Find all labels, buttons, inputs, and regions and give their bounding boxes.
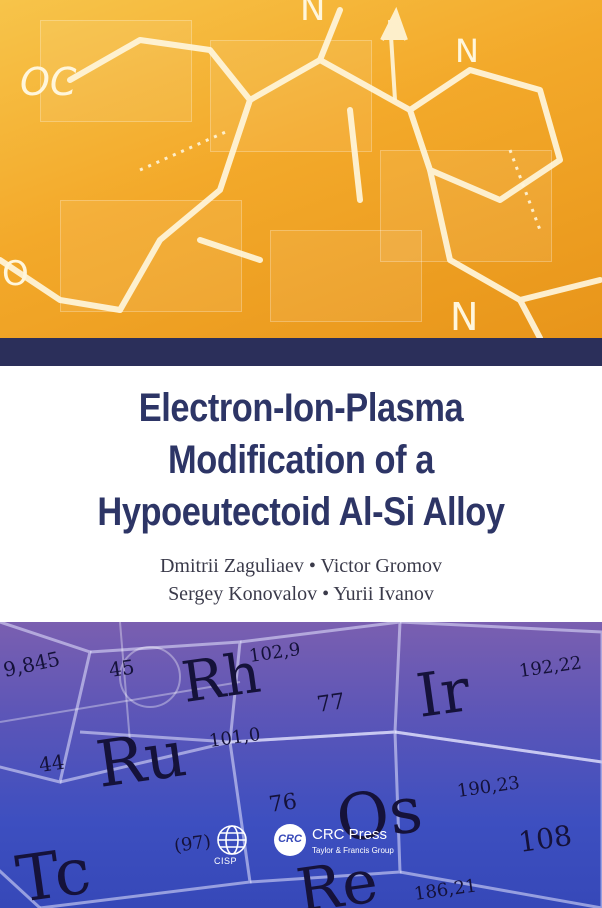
periodic-number-text: 44 <box>37 750 66 777</box>
crc-press-logo-icon: CRC <box>274 824 306 856</box>
periodic-symbol-tc: Tc <box>12 834 95 908</box>
atom-label-n: N <box>450 295 478 338</box>
periodic-number-text: 45 <box>107 655 136 682</box>
cisp-logo-label: CISP <box>214 856 238 866</box>
crc-press-name: CRC Press <box>312 826 388 843</box>
book-title-line: Hypoeutectoid Al-Si Alloy <box>97 490 505 534</box>
periodic-mass-text: 192,22 <box>518 652 583 682</box>
periodic-table-svg: 9,845 45 Rh 102,9 44 Ru 101,0 77 Ir 192,… <box>0 622 602 908</box>
periodic-mass-text: 102,9 <box>248 639 302 667</box>
periodic-mass-text: 190,23 <box>456 772 521 802</box>
top-chemistry-art: OC N N N O <box>0 0 602 338</box>
authors-line: Dmitrii Zaguliaev • Victor Gromov <box>159 555 443 577</box>
crc-logo-mark: CRC <box>278 833 302 845</box>
periodic-symbol-ru: Ru <box>92 717 191 803</box>
periodic-symbol-ir: Ir <box>412 655 474 732</box>
title-block: Electron-Ion-Plasma Modification of a Hy… <box>0 366 602 622</box>
atom-label-o: O <box>2 254 29 294</box>
cisp-globe-icon <box>217 825 247 855</box>
navy-divider-band <box>0 338 602 366</box>
periodic-mass-text: 9,845 <box>1 647 62 682</box>
molecule-structure-svg: OC N N N O <box>0 0 602 338</box>
formula-label-oc: OC <box>20 60 77 104</box>
periodic-symbol-re: Re <box>292 846 382 908</box>
bottom-periodic-table-art: 9,845 45 Rh 102,9 44 Ru 101,0 77 Ir 192,… <box>0 622 602 908</box>
crc-press-subtitle: Taylor & Francis Group <box>312 846 394 855</box>
atom-label-n: N <box>300 0 325 29</box>
periodic-number-text: 76 <box>267 789 298 818</box>
book-title: Electron-Ion-Plasma Modification of a Hy… <box>42 382 560 538</box>
book-title-line: Electron-Ion-Plasma <box>138 386 464 430</box>
faint-table-cell <box>270 230 422 322</box>
periodic-number-text: 77 <box>315 689 346 718</box>
publisher-logos: CISP CRC CRC Press Taylor & Francis Grou… <box>210 816 430 876</box>
periodic-mass-text: 186,21 <box>413 875 478 905</box>
faint-table-cell <box>40 20 192 122</box>
periodic-symbol-rh: Rh <box>178 641 265 716</box>
book-title-line: Modification of a <box>168 438 434 482</box>
periodic-mass-text: 101,0 <box>208 724 262 752</box>
faint-table-cell <box>380 150 552 262</box>
authors-line: Sergey Konovalov • Yurii Ivanov <box>168 583 434 605</box>
periodic-symbol-os: Os <box>332 773 427 858</box>
atom-label-n: N <box>455 32 479 70</box>
book-authors: Dmitrii Zaguliaev • Victor Gromov Sergey… <box>0 552 602 608</box>
periodic-number-text: 108 <box>516 819 574 859</box>
periodic-mass-text: (97) <box>173 831 213 857</box>
